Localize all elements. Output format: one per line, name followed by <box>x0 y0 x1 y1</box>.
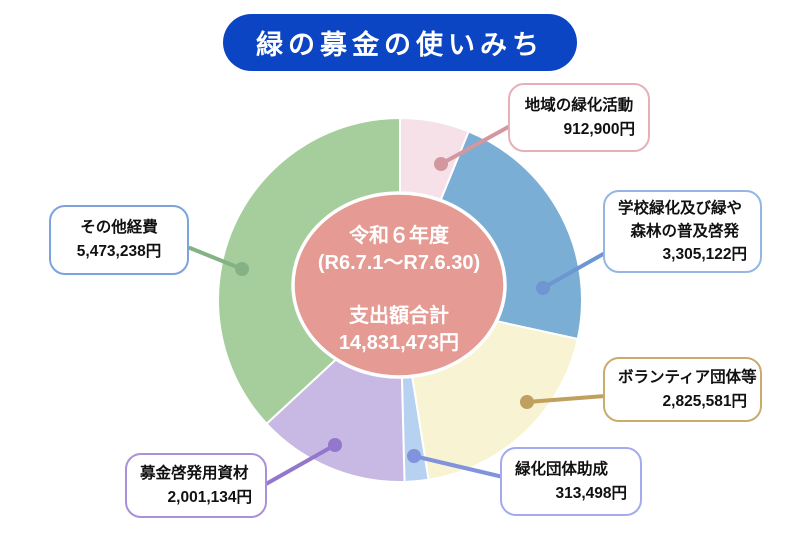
callout-fundraising-materials: 募金啓発用資材 2,001,134円 <box>125 453 267 518</box>
callout-value: 5,473,238円 <box>76 243 162 260</box>
leader-dot <box>520 395 534 409</box>
callout-value: 3,305,122円 <box>662 246 747 263</box>
callout-value: 2,825,581円 <box>662 392 747 410</box>
callout-label: その他経費 <box>80 219 158 236</box>
chart-title-pill: 緑の募金の使いみち <box>223 14 577 71</box>
chart-title: 緑の募金の使いみち <box>256 30 544 60</box>
callout-label: 学校緑化及び緑や <box>618 200 743 217</box>
total-label: 支出額合計 <box>349 305 449 327</box>
callout-value: 313,498円 <box>555 484 627 502</box>
leader-line <box>412 454 505 479</box>
callout-value: 2,001,134円 <box>167 488 252 506</box>
leader-dot <box>328 438 342 452</box>
leader-dot <box>434 157 448 171</box>
callout-label: 募金啓発用資材 <box>140 464 249 482</box>
callout-greening-group-grant: 緑化団体助成 313,498円 <box>500 447 642 516</box>
leader-dot <box>235 262 249 276</box>
callout-label: 地域の緑化活動 <box>524 96 634 114</box>
callout-label-line2: 森林の普及啓発 <box>630 223 739 240</box>
leader-line <box>541 251 607 290</box>
callout-volunteer-groups: ボランティア団体等 2,825,581円 <box>603 357 762 422</box>
donut-center-label: 令和６年度 (R6.7.1～R7.6.30) 支出額合計 14,831,473円 <box>289 223 509 357</box>
leader-line <box>525 394 607 404</box>
callout-community-greening: 地域の緑化活動 912,900円 <box>508 83 650 152</box>
callout-other-expenses: その他経費 5,473,238円 <box>49 205 189 275</box>
period-label: (R6.7.1～R7.6.30) <box>317 252 481 274</box>
callout-school-greening: 学校緑化及び緑や 森林の普及啓発 3,305,122円 <box>603 190 762 273</box>
callout-value: 912,900円 <box>563 120 635 138</box>
leader-line <box>439 124 512 166</box>
total-value: 14,831,473円 <box>338 332 460 354</box>
donut-center-ellipse <box>291 191 507 379</box>
leader-dot <box>407 449 421 463</box>
fiscal-year-label: 令和６年度 <box>349 225 449 247</box>
leader-line <box>188 246 244 271</box>
callout-label: ボランティア団体等 <box>618 368 757 386</box>
leader-line <box>264 443 337 486</box>
leader-dot <box>536 281 550 295</box>
callout-label: 緑化団体助成 <box>515 460 609 478</box>
